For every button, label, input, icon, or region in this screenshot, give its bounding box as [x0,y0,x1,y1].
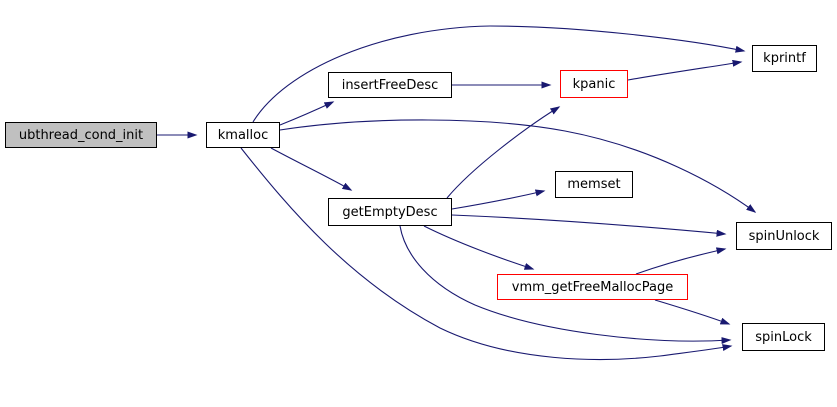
edge-getEmptyDesc-to-vmm_getFreeMallocPage [423,225,535,270]
node-spinLock[interactable]: spinLock [742,323,825,351]
edge-vmm_getFreeMallocPage-to-spinLock [654,299,731,325]
node-label: vmm_getFreeMallocPage [511,279,674,295]
edge-getEmptyDesc-to-memset [451,189,546,210]
edge-kpanic-to-kprintf [627,59,743,81]
node-getEmptyDesc[interactable]: getEmptyDesc [328,198,452,226]
edge-kmalloc-to-kprintf [252,25,746,123]
node-label: insertFreeDesc [341,77,439,93]
node-memset[interactable]: memset [555,171,633,198]
edge-kmalloc-to-spinUnlock [279,119,757,213]
node-kmalloc[interactable]: kmalloc [206,122,280,148]
edge-getEmptyDesc-to-kpanic [446,106,561,199]
node-vmm_getFreeMallocPage[interactable]: vmm_getFreeMallocPage [497,274,688,300]
node-spinUnlock[interactable]: spinUnlock [736,222,832,250]
edge-group [157,25,757,361]
edge-kmalloc-to-getEmptyDesc [270,147,353,191]
node-label: kprintf [763,51,806,66]
edge-kmalloc-to-spinLock [240,147,733,361]
edge-vmm_getFreeMallocPage-to-spinUnlock [635,247,727,275]
edge-kmalloc-to-insertFreeDesc [279,101,335,126]
node-insertFreeDesc[interactable]: insertFreeDesc [328,72,452,98]
node-label: kmalloc [217,127,269,143]
node-ubthread_cond_init[interactable]: ubthread_cond_init [5,122,157,148]
node-label: memset [567,177,621,192]
node-label: spinUnlock [748,228,820,244]
node-label: spinLock [755,329,812,345]
node-label: ubthread_cond_init [18,127,144,143]
node-label: getEmptyDesc [342,204,438,220]
node-kpanic[interactable]: kpanic [560,70,628,98]
node-label: kpanic [572,76,616,92]
node-kprintf[interactable]: kprintf [752,45,817,72]
edge-getEmptyDesc-to-spinUnlock [451,214,727,237]
edge-getEmptyDesc-to-spinLock [399,225,732,345]
